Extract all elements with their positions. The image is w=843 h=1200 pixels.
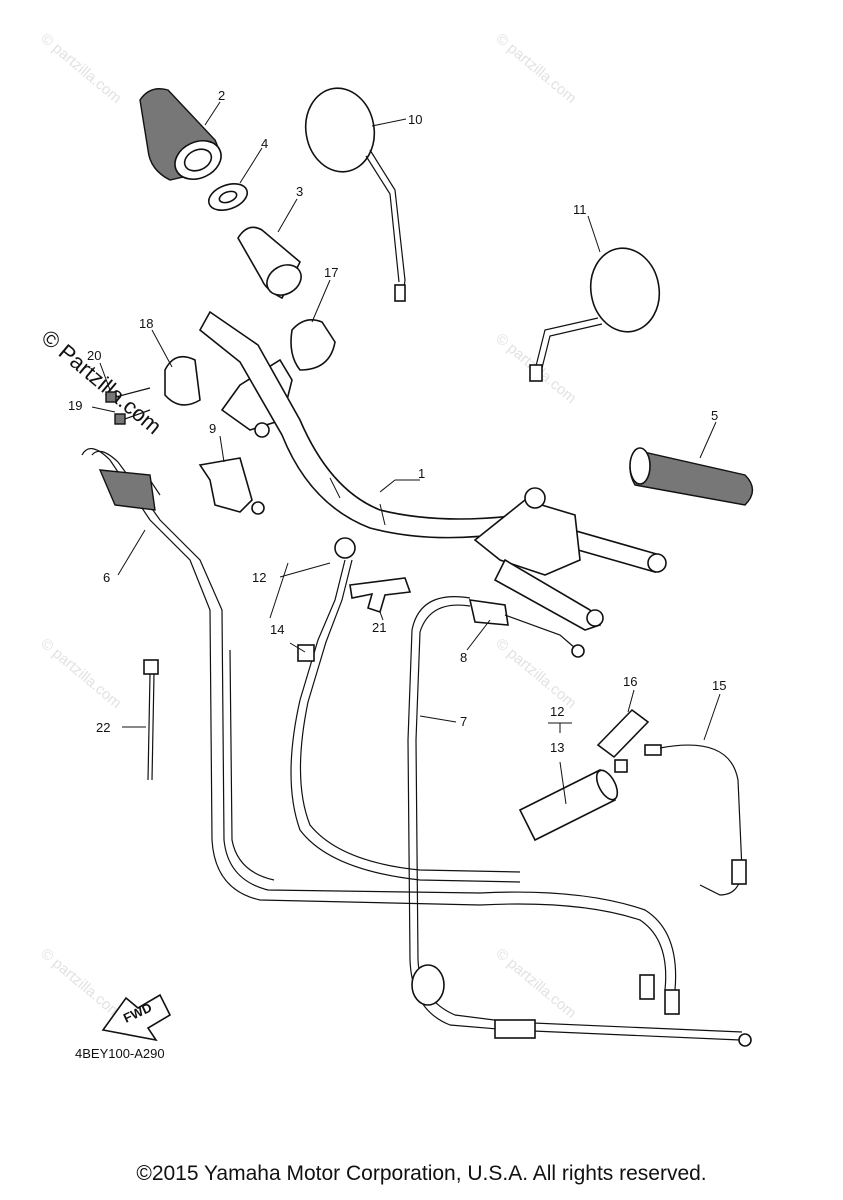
part-15-cable [644,744,747,896]
callout-11: 11 [573,202,587,217]
callout-8: 8 [460,650,467,665]
part-3-throttle-sleeve [237,226,302,300]
callout-9: 9 [209,421,216,436]
part-22-cable-tie [143,659,159,781]
callout-2: 2 [218,88,225,103]
callout-3: 3 [296,184,303,199]
part-18-clamp [164,355,201,406]
callout-6: 6 [103,570,110,585]
watermark: © partzilla.com [37,635,124,712]
callout-19: 19 [68,398,82,413]
brake-lever-assembly [473,487,604,631]
part-21-bracket [349,577,412,614]
watermark: © partzilla.com [492,635,579,712]
part-12-14-choke-cable [290,537,521,883]
part-8-throttle-cable [468,599,585,658]
part-10-left-mirror [304,87,406,302]
fwd-arrow: FWD [101,993,172,1042]
part-13-starter-plunger [518,759,628,842]
callout-17: 17 [324,265,338,280]
watermark: © partzilla.com [492,945,579,1022]
watermark: © partzilla.com [37,30,124,107]
callout-12-choke: 12 [252,570,266,585]
callout-12-starter: 12 [550,704,564,719]
part-16-connector [596,708,650,759]
part-4-washer [207,183,249,211]
callout-10: 10 [408,112,422,127]
watermark: © partzilla.com [492,30,579,107]
part-5-right-grip [629,447,754,506]
callout-1: 1 [418,466,425,481]
callout-15: 15 [712,678,726,693]
part-6-switch-cable [81,448,680,1015]
part-19-20-screws [105,387,151,425]
part-1-handlebar [198,310,667,573]
callout-18: 18 [139,316,153,331]
callouts: 1 2 3 4 5 6 7 8 9 10 11 12 12 13 14 15 [68,88,726,805]
callout-4: 4 [261,136,268,151]
callout-22: 22 [96,720,110,735]
callout-20: 20 [87,348,101,363]
callout-21: 21 [372,620,386,635]
callout-16: 16 [623,674,637,689]
diagram-code: 4BEY100-A290 [75,1046,165,1061]
watermark: © partzilla.com [37,945,124,1022]
copyright-notice: ©2015 Yamaha Motor Corporation, U.S.A. A… [136,1162,707,1185]
part-9-lever-holder [198,457,265,515]
callout-14: 14 [270,622,284,637]
part-2-grip [139,88,222,181]
callout-5: 5 [711,408,718,423]
callout-7: 7 [460,714,467,729]
part-7-clutch-cable [407,596,752,1047]
callout-13: 13 [550,740,564,755]
watermark-main: © Partzilla.com [37,325,167,439]
part-11-right-mirror [529,247,661,382]
